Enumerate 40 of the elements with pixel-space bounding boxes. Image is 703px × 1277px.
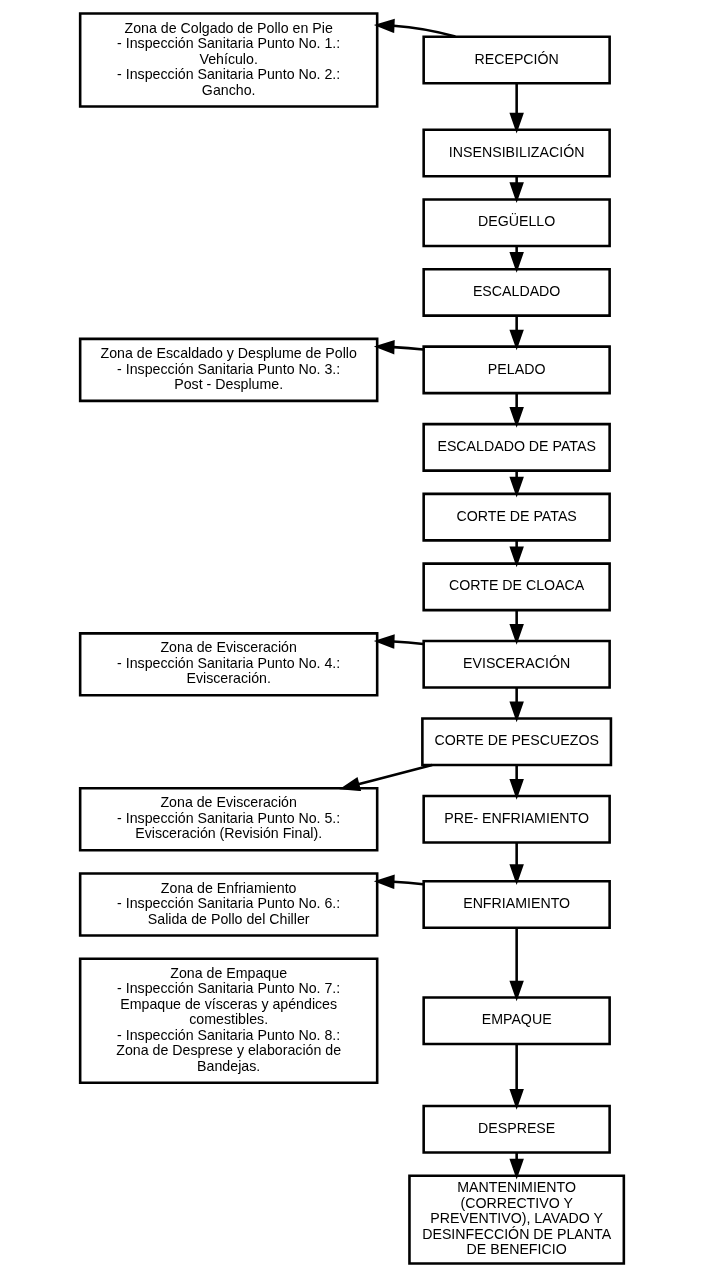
node-box: Zona de Enfriamiento - Inspección Sanitaria Punto No. 6.: Salida de Pollo del Chiller — [78, 872, 378, 937]
arrow — [508, 1152, 524, 1180]
arrow — [373, 634, 423, 649]
arrow — [373, 339, 423, 355]
node-box: CORTE DE PATAS — [421, 492, 611, 542]
arrow — [508, 470, 524, 498]
arrow — [508, 1044, 524, 1110]
arrow — [508, 540, 524, 568]
arrow — [338, 763, 432, 792]
node-box: DESPRESE — [421, 1104, 611, 1154]
node-box: Zona de Colgado de Pollo en Pie - Inspección Sanitaria Punto No. 1.: Vehículo. - Inspección Sanitaria Punto No. 2.: Gancho. — [78, 12, 378, 108]
node-box: CORTE DE PESCUEZOS — [420, 717, 612, 767]
node-box: Zona de Empaque - Inspección Sanitaria Punto No. 7.: Empaque de vísceras y apéndices comestibles. - Inspección Sanitaria Punto No. 8.: Zona de Desprese y elaboración de Bandejas. — [78, 957, 378, 1084]
node-box: RECEPCIÓN — [421, 35, 611, 85]
node-box: MANTENIMIENTO (CORRECTIVO Y PREVENTIVO), LAVADO Y DESINFECCIÓN DE PLANTA DE BENEFICIO — [407, 1174, 625, 1265]
arrow — [508, 393, 524, 428]
node-box: Zona de Evisceración - Inspección Sanitaria Punto No. 4.: Evisceración. — [78, 632, 378, 697]
node-box: INSENSIBILIZACIÓN — [421, 128, 611, 178]
arrow — [508, 83, 524, 134]
node-box: EMPAQUE — [421, 996, 611, 1046]
node-box: DEGÜELLO — [421, 198, 611, 248]
node-box: EVISCERACIÓN — [421, 639, 611, 689]
arrow — [373, 874, 423, 890]
node-box: PRE- ENFRIAMIENTO — [421, 794, 611, 844]
arrow — [508, 610, 524, 645]
arrow — [373, 18, 456, 38]
arrow — [508, 842, 524, 885]
arrow — [508, 765, 524, 800]
node-box: ESCALDADO DE PATAS — [421, 422, 611, 472]
node-box: ESCALDADO — [421, 267, 611, 317]
node-box: Zona de Escaldado y Desplume de Pollo - Inspección Sanitaria Punto No. 3.: Post - Desplume. — [78, 337, 378, 403]
arrow — [508, 245, 524, 273]
node-box: PELADO — [421, 345, 611, 395]
arrow — [508, 315, 524, 351]
node-box: CORTE DE CLOACA — [421, 562, 611, 612]
node-box: ENFRIAMIENTO — [421, 880, 611, 930]
arrow — [508, 928, 524, 1002]
node-box: Zona de Evisceración - Inspección Sanitaria Punto No. 5.: Evisceración (Revisión Final). — [78, 787, 378, 852]
arrow — [508, 176, 524, 204]
arrow — [508, 687, 524, 723]
